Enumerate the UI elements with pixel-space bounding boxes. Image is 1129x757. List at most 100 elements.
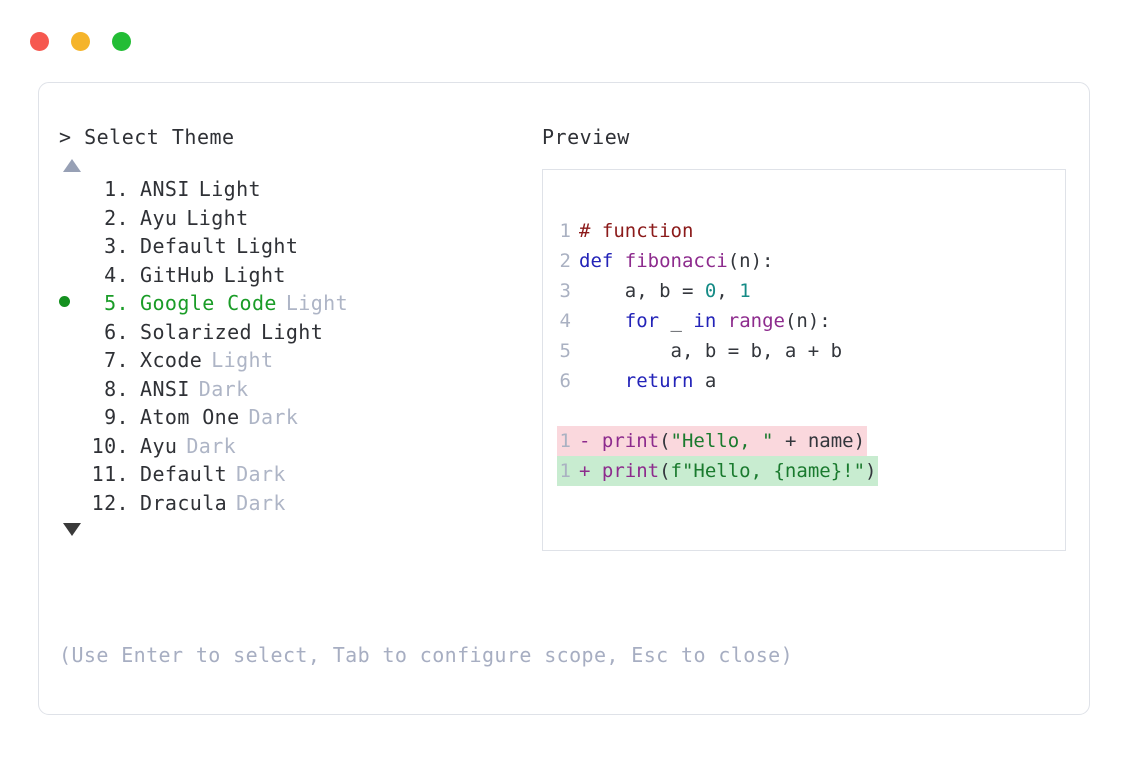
code-line: 4 for _ in range(n): xyxy=(557,306,1061,336)
code-line: 5 a, b = b, a + b xyxy=(557,336,1061,366)
theme-name: Google Code xyxy=(140,291,277,315)
theme-index: 6. xyxy=(104,319,129,344)
theme-name: Dracula xyxy=(140,490,228,515)
theme-variant: Dark xyxy=(236,490,286,515)
line-number: 6 xyxy=(559,370,571,392)
theme-name: Solarized xyxy=(140,319,252,344)
diff-line-row: 1- print("Hello, " + name) xyxy=(557,426,1061,456)
code-token: ( xyxy=(659,460,671,482)
code-token: a, b = xyxy=(579,280,705,302)
code-token: a, b = b, a + b xyxy=(579,340,843,362)
code-token: ) xyxy=(865,460,877,482)
code-line: 6 return a xyxy=(557,366,1061,396)
theme-variant: Dark xyxy=(198,376,249,401)
diff-lines: 1- print("Hello, " + name)1+ print(f"Hel… xyxy=(557,426,1061,486)
theme-index: 9. xyxy=(104,405,129,429)
theme-name: Default xyxy=(140,234,228,258)
window-minimize-button[interactable] xyxy=(71,32,90,51)
theme-index: 7. xyxy=(104,348,129,372)
theme-name: ANSI xyxy=(140,177,190,201)
theme-name: GitHub xyxy=(140,262,215,287)
line-number: 3 xyxy=(559,280,571,302)
code-token: _ xyxy=(659,310,694,332)
triangle-down-icon[interactable] xyxy=(63,523,81,536)
theme-name: Ayu xyxy=(140,205,178,230)
theme-list-item[interactable]: 2. Ayu Light xyxy=(59,204,539,233)
theme-variant: Light xyxy=(285,291,349,315)
code-token: return xyxy=(624,370,694,392)
theme-variant: Dark xyxy=(236,462,286,486)
code-line: 3 a, b = 0, 1 xyxy=(557,276,1061,306)
theme-list-item[interactable]: 1. ANSI Light xyxy=(59,175,539,204)
theme-index: 5. xyxy=(104,291,129,315)
page-title: Select Theme xyxy=(84,125,235,149)
keyboard-hint: (Use Enter to select, Tab to configure s… xyxy=(59,643,794,667)
theme-name: ANSI xyxy=(140,376,190,401)
theme-name: Xcode xyxy=(140,348,203,372)
line-number: 1 xyxy=(559,460,571,482)
theme-index: 8. xyxy=(104,376,129,401)
theme-index: 11. xyxy=(91,462,129,486)
theme-list-item[interactable]: 5. Google Code Light xyxy=(59,289,539,318)
theme-index: 3. xyxy=(104,234,129,258)
code-token: 0 xyxy=(704,280,717,302)
code-token: (n): xyxy=(727,250,774,272)
code-token: fibonacci xyxy=(624,250,728,272)
window-maximize-button[interactable] xyxy=(112,32,131,51)
theme-name: Ayu xyxy=(140,433,178,458)
code-token: a xyxy=(693,370,717,392)
prompt-header: > Select Theme xyxy=(59,123,539,151)
diff-marker: + xyxy=(579,460,602,482)
diff-line-row: 1 + print(f"Hello, {name}!") xyxy=(557,456,1061,486)
code-token: print xyxy=(601,430,660,452)
diff-added-line: 1 + print(f"Hello, {name}!") xyxy=(557,456,879,486)
theme-index: 1. xyxy=(104,177,129,201)
code-token: f"Hello, {name}!" xyxy=(670,460,866,482)
code-token xyxy=(579,310,625,332)
theme-variant: Dark xyxy=(248,405,299,429)
theme-list-item[interactable]: 7. Xcode Light xyxy=(59,346,539,375)
theme-list-item[interactable]: 8. ANSI Dark xyxy=(59,375,539,404)
line-number: 1 xyxy=(559,430,571,452)
code-token: print xyxy=(601,460,660,482)
theme-index: 2. xyxy=(104,205,129,230)
theme-name: Atom One xyxy=(140,405,240,429)
window-titlebar xyxy=(0,0,1129,82)
theme-variant: Light xyxy=(223,262,286,287)
theme-variant: Light xyxy=(198,177,261,201)
prompt-caret-icon: > xyxy=(59,125,72,149)
line-number: 2 xyxy=(559,250,571,272)
diff-marker: - xyxy=(579,430,602,452)
theme-list-item[interactable]: 6. Solarized Light xyxy=(59,318,539,347)
selection-bullet-cell xyxy=(59,289,87,318)
code-token: ( xyxy=(659,430,671,452)
theme-list-item[interactable]: 9. Atom One Dark xyxy=(59,403,539,432)
theme-list-item[interactable]: 3. Default Light xyxy=(59,232,539,261)
theme-index: 4. xyxy=(104,262,129,287)
code-token: for xyxy=(624,310,660,332)
diff-removed-line: 1- print("Hello, " + name) xyxy=(557,426,868,456)
theme-variant: Light xyxy=(211,348,274,372)
code-token: "Hello, " xyxy=(670,430,774,452)
triangle-up-icon[interactable] xyxy=(63,159,81,172)
window-close-button[interactable] xyxy=(30,32,49,51)
line-number: 1 xyxy=(559,220,571,242)
theme-variant: Light xyxy=(236,234,299,258)
preview-label: Preview xyxy=(542,125,630,149)
code-token: in xyxy=(693,310,717,332)
theme-list-item[interactable]: 4. GitHub Light xyxy=(59,261,539,290)
theme-variant: Light xyxy=(260,319,324,344)
theme-variant: Light xyxy=(186,205,249,230)
